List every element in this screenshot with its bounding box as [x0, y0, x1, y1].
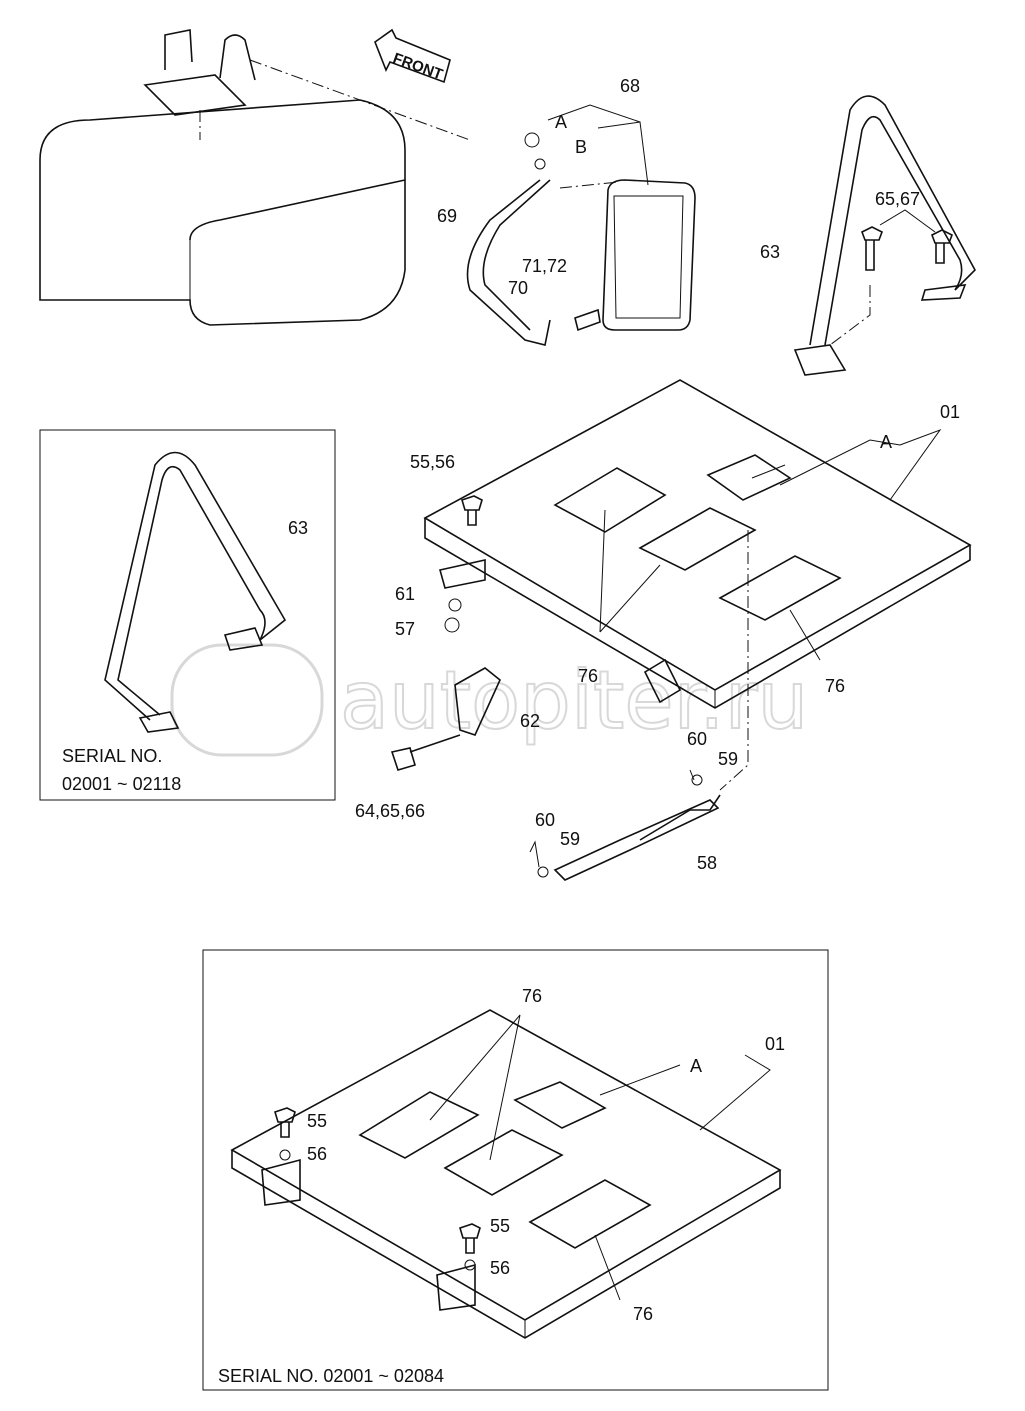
callout-label: 01 [765, 1034, 785, 1054]
callout-label: 58 [697, 853, 717, 873]
callout-label: 55 [307, 1111, 327, 1131]
callout-label: 68 [620, 76, 640, 96]
callout-label: 76 [633, 1304, 653, 1324]
callout-label: 56 [307, 1144, 327, 1164]
callout-label: SERIAL NO. 02001 ~ 02084 [218, 1366, 444, 1386]
callout-label: 02001 ~ 02118 [62, 774, 181, 794]
callout-label: 70 [508, 278, 528, 298]
callout-label: 71,72 [522, 256, 567, 276]
callout-label: 63 [288, 518, 308, 538]
callout-label: 60 [535, 810, 555, 830]
callout-label: 65,67 [875, 189, 920, 209]
front-arrow: FRONT [374, 28, 451, 83]
handrail [793, 95, 976, 376]
mirror-assembly [466, 104, 696, 346]
callout-label: 57 [395, 619, 415, 639]
callout-label: SERIAL NO. [62, 746, 162, 766]
inset-frame-handrail [39, 429, 336, 801]
inset-handrail [104, 451, 287, 733]
callout-label: A [555, 112, 567, 132]
callout-label: 64,65,66 [355, 801, 425, 821]
callout-label: 63 [760, 242, 780, 262]
callout-label: 62 [520, 711, 540, 731]
callout-label: 59 [560, 829, 580, 849]
callout-label: 55 [490, 1216, 510, 1236]
callout-label: 69 [437, 206, 457, 226]
callout-label: 55,56 [410, 452, 455, 472]
callout-label: B [575, 137, 587, 157]
callout-label: 76 [522, 986, 542, 1006]
callout-label: A [690, 1056, 702, 1076]
inset-cover-panel [230, 1009, 782, 1339]
callout-label: 59 [718, 749, 738, 769]
inset-frame-cover [202, 949, 829, 1391]
callout-label: 60 [687, 729, 707, 749]
callout-label: 56 [490, 1258, 510, 1278]
callout-label: 76 [578, 666, 598, 686]
callout-label: 76 [825, 676, 845, 696]
machine-body [39, 29, 471, 326]
callout-label: 61 [395, 584, 415, 604]
callout-label: A [880, 432, 892, 452]
callout-label: 01 [940, 402, 960, 422]
cover-panel [390, 379, 972, 881]
